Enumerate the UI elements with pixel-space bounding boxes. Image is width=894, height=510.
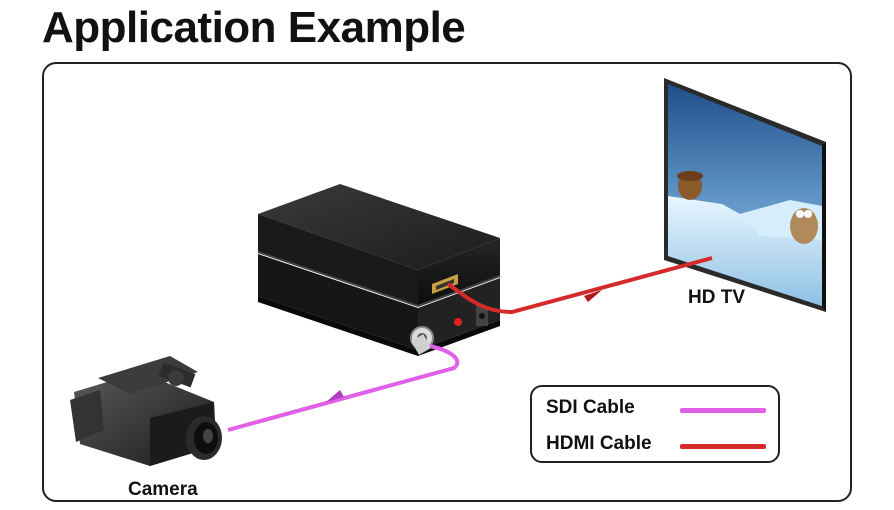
legend-sdi-label: SDI Cable (546, 397, 635, 418)
converter-box-icon (257, 184, 501, 356)
camera-label: Camera (128, 479, 198, 500)
sdi-cable (227, 344, 460, 432)
hdmi-port-icon (432, 274, 458, 294)
cable-legend: SDI Cable HDMI Cable (530, 385, 780, 463)
sdi-cable-arrow (326, 390, 344, 402)
sdi-bnc-connector-icon (410, 326, 434, 355)
page-title: Application Example (42, 3, 466, 52)
power-led-icon (454, 318, 462, 326)
hdtv-label: HD TV (688, 287, 745, 308)
hdmi-cable (446, 256, 713, 315)
dc-power-port-icon (476, 306, 488, 326)
hd-tv-icon (664, 78, 826, 312)
legend-hdmi-label: HDMI Cable (546, 433, 652, 454)
legend-hdmi-swatch (680, 444, 766, 449)
legend-sdi-swatch (680, 408, 766, 413)
hdmi-cable-arrow (584, 290, 602, 302)
video-camera-icon (70, 356, 222, 466)
diagram-frame (42, 62, 852, 502)
